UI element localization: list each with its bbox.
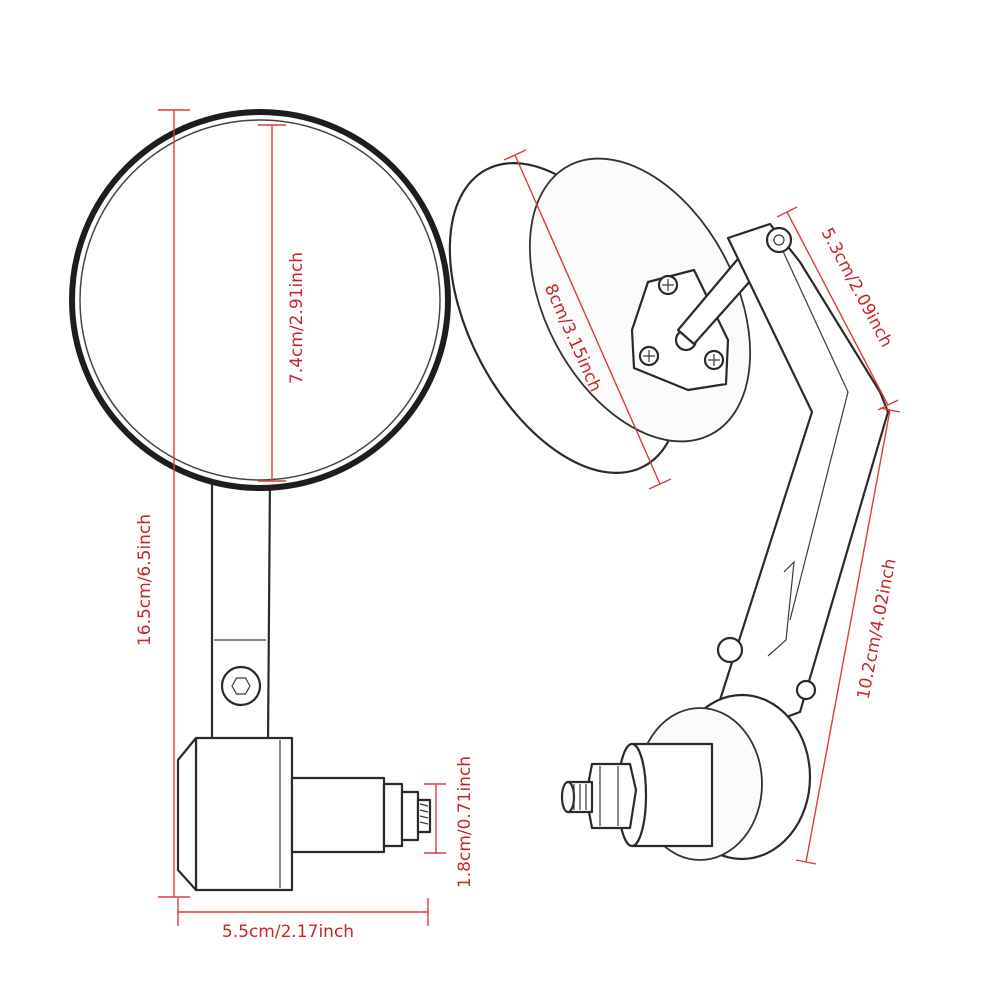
dim-mirror-diameter-front: 7.4cm/2.91inch [287,252,307,384]
screw-icon [638,345,660,367]
dim-total-height: 16.5cm/6.5inch [135,514,155,646]
arm-edge [775,235,849,621]
threaded-bolt-icon [560,780,594,814]
hex-bolt-icon [220,665,262,707]
arm-slot [767,560,795,657]
screw-icon [703,349,725,371]
front-bar-plug [290,776,386,854]
front-view-mirror [69,109,451,892]
dim-mount-width: 5.5cm/2.17inch [222,922,354,942]
dimension-annotations [158,109,901,926]
dim-arm-length: 10.2cm/4.02inch [854,557,901,701]
threaded-bolt-icon [400,790,432,842]
dim-plug-diameter: 1.8cm/0.71inch [455,756,475,888]
screw-icon [657,274,679,296]
pivot-bolt [795,679,817,701]
perspective-view-mirror [448,157,890,861]
hex-nut-icon [584,762,638,830]
front-clamp [194,736,294,892]
side-knob [716,636,744,664]
front-mirror-glass [79,119,441,481]
hex-bolt-icon [765,226,793,254]
front-plug-washer [382,782,404,848]
front-clamp-cap [176,736,198,892]
